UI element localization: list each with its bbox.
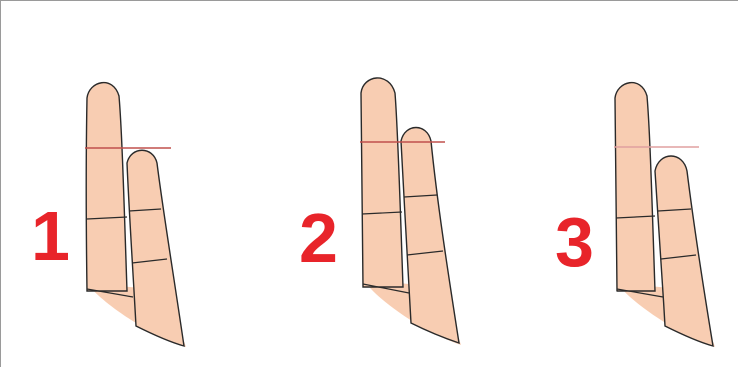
- index-finger: [86, 83, 127, 291]
- finger-panel-1: 1: [1, 1, 247, 368]
- hand-illustration-3: [493, 1, 738, 368]
- finger-panel-2: 2: [247, 1, 493, 368]
- hand-illustration-2: [247, 1, 493, 368]
- finger-panel-3: 3: [493, 1, 738, 368]
- hand-illustration-1: [1, 1, 247, 368]
- middle-finger: [127, 150, 184, 346]
- index-finger: [361, 78, 403, 287]
- index-finger: [615, 83, 655, 291]
- middle-finger: [401, 128, 459, 344]
